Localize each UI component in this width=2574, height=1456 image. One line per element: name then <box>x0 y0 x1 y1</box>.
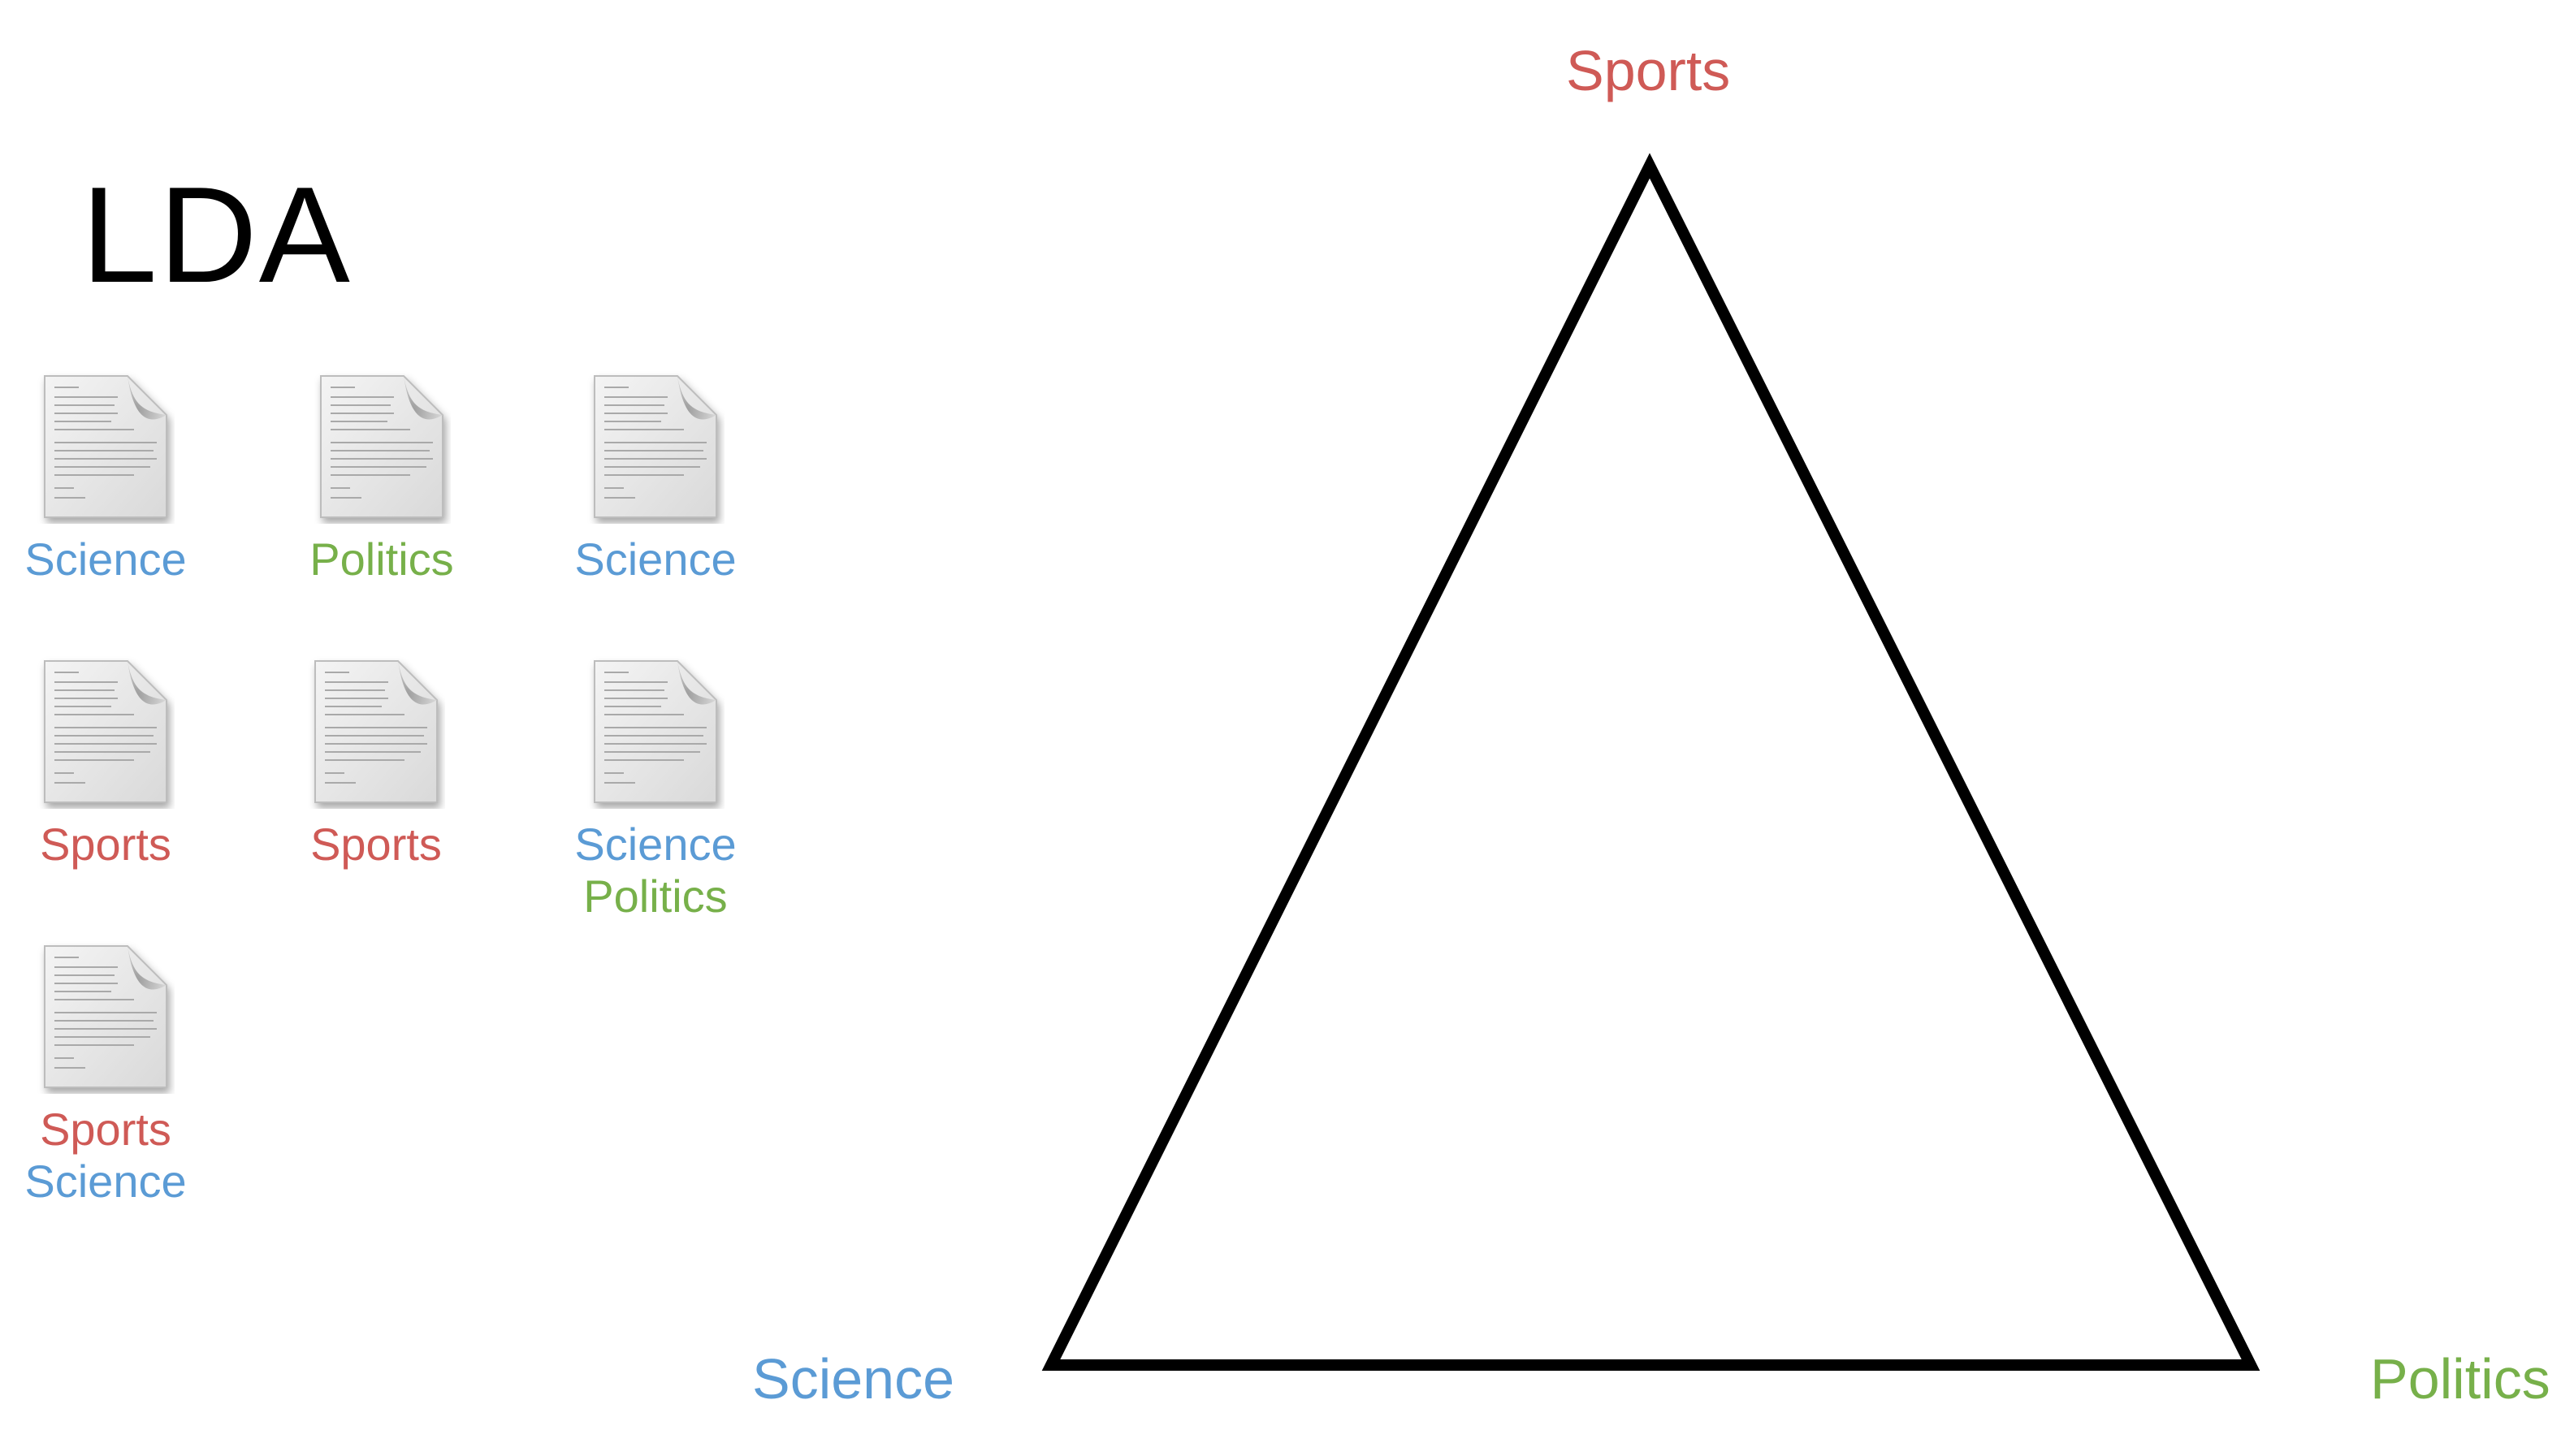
document-topic-label: Science <box>24 1156 187 1207</box>
document-item: Sports <box>238 655 514 871</box>
document-topic-label: Politics <box>309 534 454 585</box>
document-topic-label: Science <box>574 819 737 870</box>
document-topic-label: Science <box>24 534 187 585</box>
slide-title: LDA <box>81 158 352 311</box>
document-topic-label: Sports <box>40 819 171 870</box>
document-topic-label: Politics <box>583 871 728 922</box>
simplex-left-label: Science <box>752 1347 955 1411</box>
document-item: Science <box>517 369 794 585</box>
document-topic-label: Sports <box>40 1104 171 1155</box>
simplex-top-label: Sports <box>1566 39 1731 102</box>
document-topic-labels: Politics <box>244 534 520 585</box>
document-topic-labels: Science <box>517 534 794 585</box>
document-topic-label: Sports <box>310 819 442 870</box>
document-item: Politics <box>244 369 520 585</box>
document-item: Science <box>0 369 244 585</box>
simplex-right-label: Politics <box>2370 1347 2550 1411</box>
document-topic-labels: Sports <box>238 819 514 871</box>
document-topic-labels: Science <box>0 534 244 585</box>
document-topic-label: Science <box>574 534 737 585</box>
document-item: Sports <box>0 655 244 871</box>
simplex-triangle-outline <box>1041 153 2260 1371</box>
document-topic-labels: Sports <box>0 819 244 871</box>
